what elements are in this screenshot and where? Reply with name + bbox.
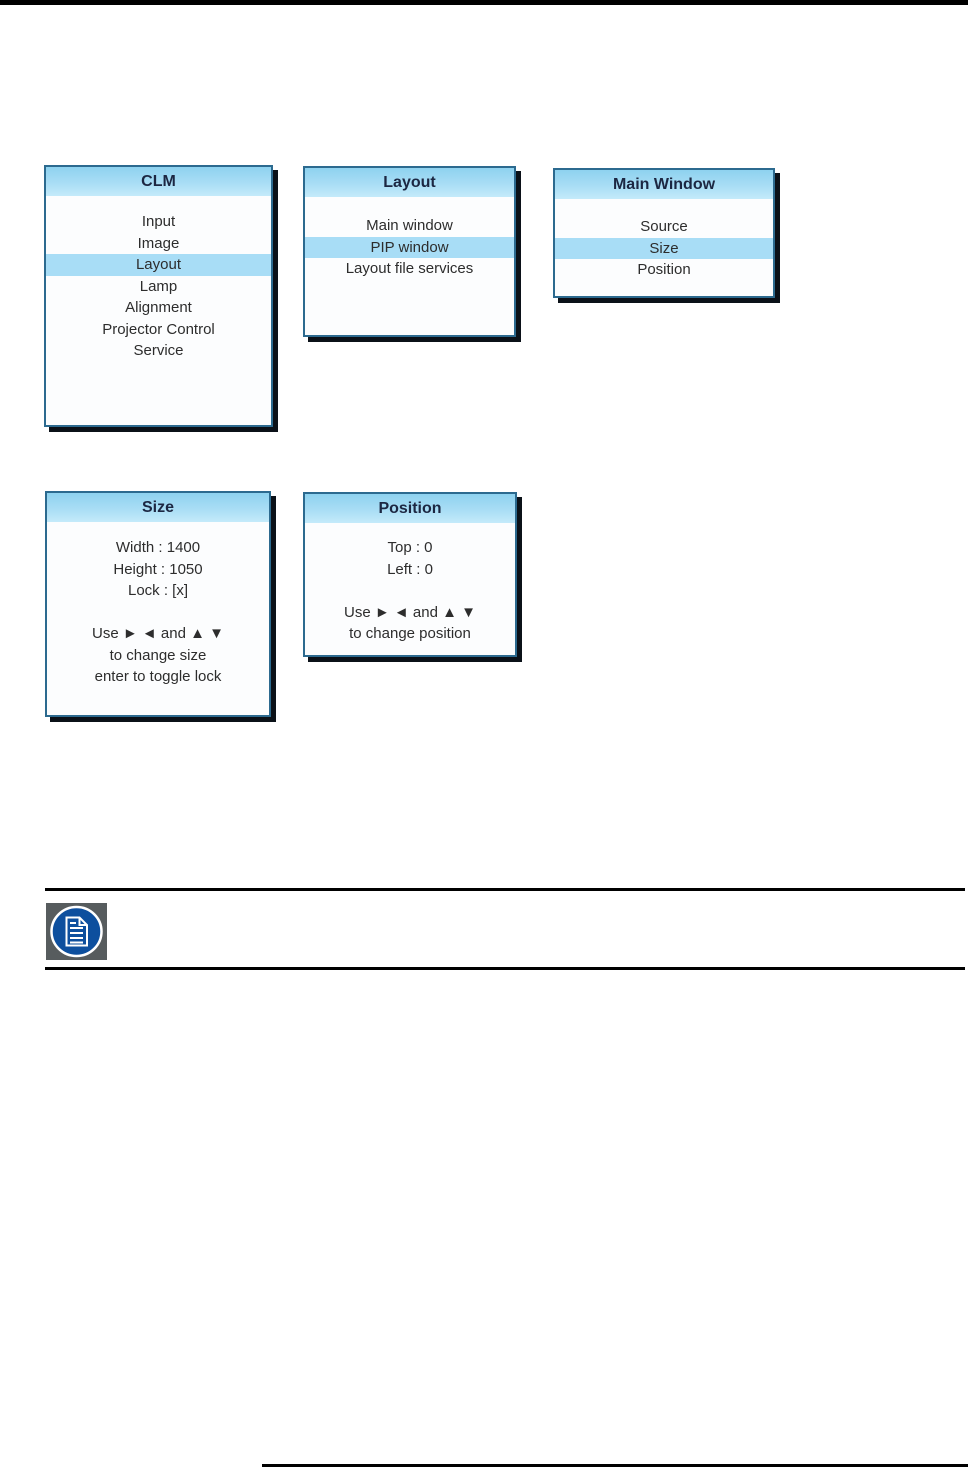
menu-item-layout[interactable]: Layout [46, 254, 271, 276]
menu-item-image[interactable]: Image [137, 234, 180, 252]
menu-clm: CLM Input Image Layout Lamp Alignment Pr… [44, 165, 273, 427]
size-spacer-line [47, 602, 269, 624]
menu-clm-title: CLM [46, 167, 271, 196]
note-document-icon [46, 903, 107, 960]
menu-item-pip-window[interactable]: PIP window [305, 236, 514, 258]
note-bottom-rule [45, 967, 965, 970]
size-hint-arrows: Use ► ◄ and ▲ ▼ [92, 625, 224, 642]
position-top-value: Top : 0 [387, 539, 433, 556]
panel-size-body: Width : 1400 Height : 1050 Lock : [x] Us… [47, 522, 269, 688]
menu-item-layout-file-services[interactable]: Layout file services [345, 260, 474, 277]
menu-item-alignment[interactable]: Alignment [125, 299, 192, 316]
size-lock-value: Lock : [x] [127, 582, 189, 599]
menu-item-input[interactable]: Input [141, 213, 176, 230]
position-left-value: Left : 0 [387, 560, 433, 578]
note-top-rule [45, 888, 965, 891]
size-width-value: Width : 1400 [115, 539, 201, 556]
menu-item-lamp[interactable]: Lamp [139, 277, 178, 295]
panel-position: Position Top : 0 Left : 0 Use ► ◄ and ▲ … [303, 492, 517, 657]
position-spacer-line [305, 580, 515, 602]
panel-size-title: Size [47, 493, 269, 522]
position-hint-change: to change position [349, 625, 471, 642]
panel-position-title: Position [305, 494, 515, 523]
menu-item-main-window[interactable]: Main window [366, 217, 453, 234]
menu-item-service[interactable]: Service [133, 342, 184, 359]
menu-item-size[interactable]: Size [555, 237, 773, 259]
position-hint-arrows: Use ► ◄ and ▲ ▼ [344, 603, 476, 621]
size-hint-toggle-lock: enter to toggle lock [94, 668, 222, 685]
page-top-rule [0, 0, 968, 5]
menu-item-projector-control[interactable]: Projector Control [102, 320, 215, 338]
menu-layout: Layout Main window PIP window Layout fil… [303, 166, 516, 337]
menu-main-window-title: Main Window [555, 170, 773, 199]
size-height-value: Height : 1050 [113, 560, 203, 578]
menu-clm-body: Input Image Layout Lamp Alignment Projec… [46, 196, 271, 362]
panel-size: Size Width : 1400 Height : 1050 Lock : [… [45, 491, 271, 717]
size-hint-change: to change size [109, 646, 207, 664]
menu-layout-title: Layout [305, 168, 514, 197]
menu-layout-body: Main window PIP window Layout file servi… [305, 197, 514, 280]
menu-main-window: Main Window Source Size Position [553, 168, 775, 298]
footer-rule [262, 1464, 968, 1467]
menu-main-window-body: Source Size Position [555, 199, 773, 281]
menu-item-position[interactable]: Position [637, 261, 691, 278]
menu-item-source[interactable]: Source [640, 218, 688, 235]
panel-position-body: Top : 0 Left : 0 Use ► ◄ and ▲ ▼ to chan… [305, 523, 515, 645]
